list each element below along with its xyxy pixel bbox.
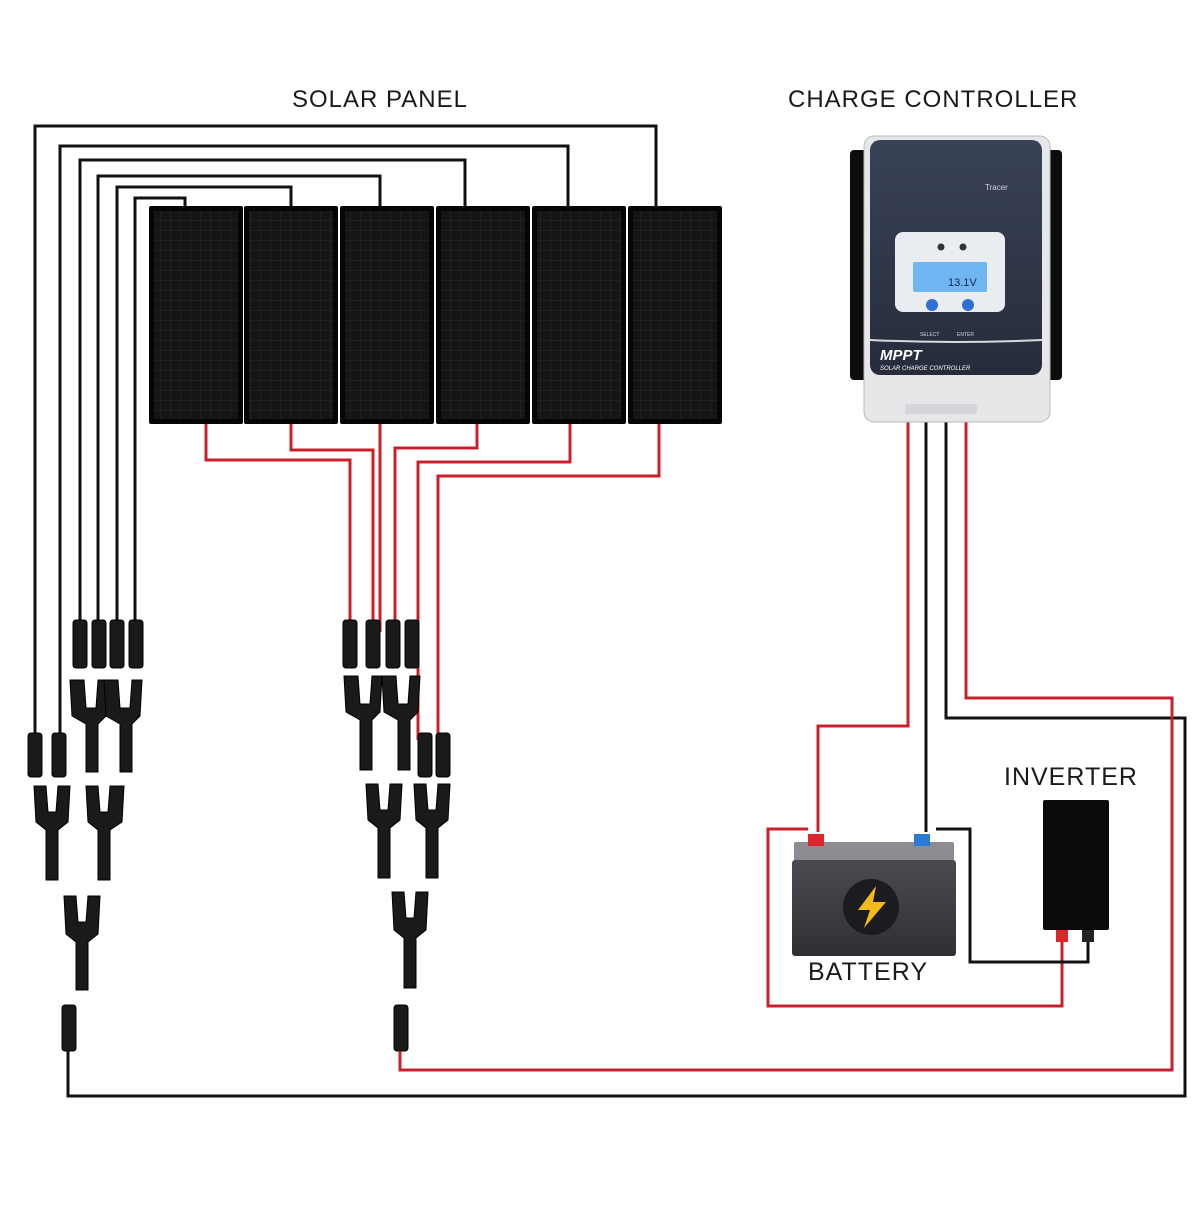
- y-branch-mid-left-b: [85, 785, 125, 881]
- solar-panel-3: [340, 206, 434, 424]
- battery-lid: [794, 842, 954, 862]
- solar-panel-6: [628, 206, 722, 424]
- battery-to-inverter-positive-wire: [766, 827, 1064, 1008]
- controller-title: MPPT: [880, 347, 924, 364]
- array-negative-output-wire: [66, 418, 1187, 1098]
- battery-positive-terminal: [808, 834, 824, 846]
- y-branch-mid-right-a: [365, 783, 403, 879]
- mc4-plug-row-top-right: [342, 619, 420, 669]
- mc4-output-right: [393, 1004, 409, 1052]
- solar-panel-5: [532, 206, 626, 424]
- inverter-negative-terminal: [1082, 930, 1094, 942]
- select-button[interactable]: [926, 299, 938, 311]
- negative-wire-panel-6: [33, 124, 658, 745]
- solar-panel-1: [149, 206, 243, 424]
- inverter-positive-terminal: [1056, 930, 1068, 942]
- mc4-plug-row-mid-left: [27, 732, 67, 778]
- positive-wire-panel-4: [393, 418, 479, 632]
- status-led-1: [937, 243, 945, 251]
- inverter-body: [1043, 800, 1109, 930]
- positive-wires: [204, 418, 661, 740]
- charge-controller: 13.1V Tracer SELECT ENTER MPPT SOLAR CHA…: [850, 135, 1062, 423]
- mc4-plug-row-top-left: [72, 619, 144, 669]
- mc4-plug-row-mid-right: [417, 732, 451, 778]
- positive-wire-panel-6: [436, 418, 661, 740]
- controller-to-battery-positive-wire: [816, 418, 910, 832]
- select-label: SELECT: [920, 332, 939, 338]
- negative-wire-panel-3: [96, 174, 382, 632]
- battery-to-inverter-negative-wire: [936, 827, 1090, 964]
- y-branch-top-left-a: [69, 679, 109, 773]
- y-branch-mid-left-a: [33, 785, 71, 881]
- status-led-2: [959, 243, 967, 251]
- inverter: [1043, 800, 1109, 942]
- negative-branch-connectors: [27, 619, 144, 1052]
- positive-wire-panel-2: [289, 418, 375, 632]
- inverter-label: INVERTER: [1004, 763, 1138, 791]
- y-branch-top-right-b: [381, 675, 421, 771]
- solar-panel-2: [244, 206, 338, 424]
- positive-branch-connectors: [342, 619, 451, 1052]
- controller-subtitle: SOLAR CHARGE CONTROLLER: [880, 366, 971, 372]
- battery-label: BATTERY: [808, 958, 928, 986]
- charge-controller-label: CHARGE CONTROLLER: [788, 86, 1079, 113]
- negative-wire-panel-5: [58, 144, 570, 745]
- controller-terminal-strip: [905, 404, 977, 414]
- enter-label: ENTER: [957, 332, 974, 338]
- positive-wire-panel-1: [204, 418, 352, 632]
- y-branch-bottom-left: [63, 895, 101, 991]
- mc4-output-left: [61, 1004, 77, 1052]
- battery-negative-terminal: [914, 834, 930, 846]
- y-branch-top-left-b: [103, 679, 143, 773]
- solar-panel-array: [149, 206, 722, 424]
- negative-wire-panel-1: [133, 196, 187, 632]
- array-positive-output-wire: [398, 418, 1174, 1072]
- controller-brand: Tracer: [985, 183, 1008, 192]
- y-branch-top-right-a: [343, 675, 383, 771]
- lightning-bolt-icon: [858, 886, 886, 928]
- lcd-reading: 13.1V: [948, 277, 977, 289]
- negative-wires: [33, 124, 658, 745]
- solar-panel-label: SOLAR PANEL: [292, 86, 468, 113]
- enter-button[interactable]: [962, 299, 974, 311]
- battery: [792, 834, 956, 956]
- positive-wire-panel-5: [416, 418, 572, 740]
- y-branch-mid-right-b: [413, 783, 451, 879]
- controller-lcd: [913, 262, 987, 292]
- solar-panel-4: [436, 206, 530, 424]
- negative-wire-panel-2: [115, 185, 293, 632]
- negative-wire-panel-4: [78, 158, 467, 632]
- y-branch-bottom-right: [391, 891, 429, 989]
